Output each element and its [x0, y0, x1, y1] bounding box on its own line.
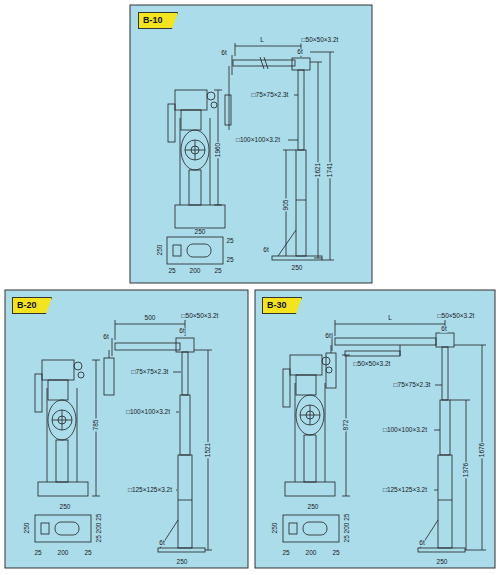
dimension: 250	[24, 522, 31, 535]
plate-thickness: 6t	[418, 540, 425, 547]
dimension: 250	[59, 504, 72, 511]
dimension: 250	[272, 522, 279, 535]
dimension: 500	[144, 315, 157, 322]
dimension: 1676	[479, 442, 486, 458]
tube-size: □75×75×2.3t	[393, 382, 432, 389]
plate-thickness: 6t	[220, 50, 227, 57]
dimension: 25	[33, 550, 42, 557]
dimension: 250	[307, 504, 320, 511]
dimension: 200	[189, 268, 202, 275]
plate-thickness: 6t	[296, 49, 303, 56]
model-name: B-10	[143, 15, 163, 25]
tube-size: □125×125×3.2t	[382, 487, 428, 494]
dimension: 1521	[205, 442, 212, 458]
dimension: 200	[305, 550, 318, 557]
tube-size: □50×50×3.2t	[301, 37, 340, 44]
dimension: 1741	[327, 162, 334, 178]
dimension: 872	[343, 419, 350, 432]
dimension: 1621	[315, 162, 322, 178]
dimension: 250	[157, 244, 164, 257]
dimension: 25 200 25	[96, 513, 103, 544]
model-tag: B-30	[262, 297, 302, 314]
model-name: B-30	[267, 300, 287, 310]
dimension: 250	[291, 265, 304, 272]
tube-size: □75×75×2.3t	[131, 369, 170, 376]
tube-size: □100×100×3.2t	[235, 137, 281, 144]
plate-thickness: 6t	[262, 247, 269, 254]
dimension: 25	[83, 550, 92, 557]
tube-size: □50×50×3.2t	[437, 313, 476, 320]
dimension: 785	[93, 419, 100, 432]
tube-size: □75×75×2.3t	[251, 92, 290, 99]
plate-thickness: 6t	[440, 326, 447, 333]
dimension: 25	[331, 550, 340, 557]
plate-thickness: 6t	[158, 540, 165, 547]
tube-size: □50×50×3.2t	[353, 361, 392, 368]
dimension: 250	[194, 229, 207, 236]
plate-thickness: 6t	[178, 328, 185, 335]
dimension: 1960	[215, 142, 222, 158]
dimension: L	[387, 315, 393, 322]
plate-thickness: 6t	[324, 333, 331, 340]
tube-size: □100×100×3.2t	[125, 409, 171, 416]
dimension: 25	[225, 257, 234, 264]
dimension: 1376	[463, 462, 470, 478]
dimension: 200	[57, 550, 70, 557]
dimension: 25	[167, 268, 176, 275]
model-tag: B-20	[12, 297, 52, 314]
tube-size: □50×50×3.2t	[181, 313, 220, 320]
dimension: 25	[225, 238, 234, 245]
dimension: 250	[176, 559, 189, 566]
dimension: 250	[436, 559, 449, 566]
dimension: 25	[213, 268, 222, 275]
dimension: 905	[283, 199, 290, 212]
model-tag: B-10	[138, 12, 178, 29]
dimension: L	[259, 37, 265, 44]
dimension: 25 200 25	[344, 513, 351, 544]
dimension: 25	[281, 550, 290, 557]
plate-thickness: 6t	[102, 334, 109, 341]
tube-size: □100×100×3.2t	[382, 427, 428, 434]
model-name: B-20	[17, 300, 37, 310]
tube-size: □125×125×3.2t	[127, 487, 173, 494]
